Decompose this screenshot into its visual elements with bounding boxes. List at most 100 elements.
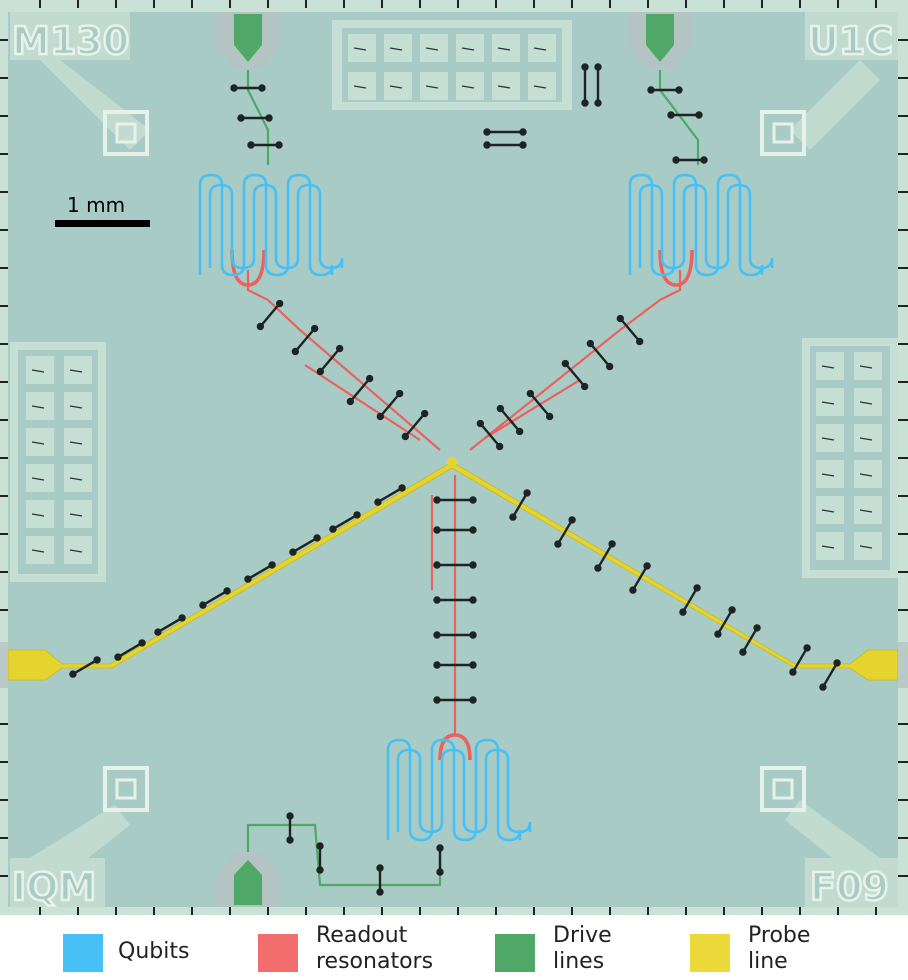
airbridge — [246, 563, 274, 581]
legend: Qubits Readout resonators Drive lines Pr… — [0, 915, 908, 980]
airbridge-end — [289, 548, 297, 556]
test-pad — [420, 34, 448, 62]
test-pad-mark — [859, 545, 873, 549]
airbridge-end — [561, 359, 570, 368]
test-pad — [854, 352, 882, 380]
airbridge-end — [313, 534, 321, 542]
airbridge-end — [310, 324, 319, 333]
airbridge-end — [420, 409, 429, 418]
test-pad-mark — [31, 549, 45, 553]
airbridge-end — [199, 601, 207, 609]
airbridge-end — [258, 84, 266, 92]
airbridge-end — [114, 653, 122, 661]
airbridge — [349, 377, 371, 403]
test-pad — [816, 388, 844, 416]
airbridge — [291, 536, 319, 554]
test-pad-mark — [389, 47, 403, 51]
airbridge-end — [256, 322, 265, 331]
airbridge-end — [753, 624, 761, 632]
airbridge-end — [714, 630, 722, 638]
airbridge-end — [586, 339, 595, 348]
airbridge-end — [223, 587, 231, 595]
airbridge — [716, 608, 734, 636]
airbridge-end — [605, 362, 614, 371]
legend-swatch-readout — [258, 934, 298, 972]
test-pad — [528, 34, 556, 62]
airbridge-end — [594, 63, 602, 71]
test-pad-mark — [533, 85, 547, 89]
airbridge-end — [469, 661, 477, 669]
airbridge — [681, 586, 699, 614]
airbridge-end — [643, 562, 651, 570]
airbridge-end — [353, 511, 361, 519]
airbridge-end — [291, 347, 300, 356]
airbridge-end — [275, 141, 283, 149]
airbridge-end — [365, 374, 374, 383]
airbridge — [741, 626, 759, 654]
airbridge-end — [401, 432, 410, 441]
airbridge-end — [469, 631, 477, 639]
airbridge-end — [376, 412, 385, 421]
airbridge-end — [580, 382, 589, 391]
airbridges — [69, 63, 841, 896]
airbridge — [791, 646, 809, 674]
test-pad-mark — [859, 437, 873, 441]
legend-label-probe: Probe line — [748, 923, 811, 974]
airbridge — [596, 542, 614, 570]
test-pad — [348, 34, 376, 62]
airbridge — [619, 317, 641, 343]
corner-label-top-left: M130 — [12, 19, 129, 63]
airbridge-end — [244, 575, 252, 583]
test-block-top — [332, 20, 572, 110]
airbridge-end — [433, 631, 441, 639]
airbridge — [479, 422, 501, 448]
corner-pad-top-left — [10, 12, 150, 156]
scale-bar-label: 1 mm — [67, 193, 125, 217]
test-pad — [420, 72, 448, 100]
airbridge-end — [469, 561, 477, 569]
airbridge-end — [433, 496, 441, 504]
airbridge-end — [693, 584, 701, 592]
test-pad-mark — [425, 47, 439, 51]
test-pad — [492, 72, 520, 100]
probe-line — [0, 461, 908, 688]
airbridge — [499, 407, 521, 433]
qubit-top-right-inner — [638, 183, 774, 270]
qubit-bottom-inner — [396, 748, 532, 834]
test-pad — [26, 392, 54, 420]
test-pad — [816, 460, 844, 488]
airbridge-end — [635, 337, 644, 346]
corner-label-top-right: U1C — [808, 19, 893, 63]
airbridge-end — [594, 564, 602, 572]
airbridge — [379, 392, 401, 418]
qubits — [198, 173, 774, 842]
test-pad — [456, 34, 484, 62]
test-pad — [528, 72, 556, 100]
airbridge-end — [230, 84, 238, 92]
test-pad — [26, 464, 54, 492]
test-pad — [854, 460, 882, 488]
test-pad-mark — [69, 405, 83, 409]
test-pad-mark — [31, 405, 45, 409]
airbridge-end — [335, 344, 344, 353]
test-pad-mark — [31, 513, 45, 517]
airbridge-end — [433, 661, 441, 669]
airbridge — [564, 362, 586, 388]
qubit-top-right — [628, 173, 764, 277]
airbridge-end — [154, 628, 162, 636]
airbridge-end — [138, 639, 146, 647]
airbridge-end — [316, 866, 324, 874]
airbridge-end — [679, 608, 687, 616]
airbridge — [404, 412, 426, 438]
airbridge-end — [286, 836, 294, 844]
airbridge-end — [433, 596, 441, 604]
test-pad — [384, 34, 412, 62]
airbridge-end — [93, 656, 101, 664]
test-pad — [64, 536, 92, 564]
center-junction — [447, 457, 457, 467]
scale-bar: 1 mm — [55, 193, 150, 227]
test-pad-mark — [821, 401, 835, 405]
test-pad-mark — [69, 441, 83, 445]
airbridge — [201, 589, 229, 607]
qubit-bottom — [386, 738, 522, 842]
